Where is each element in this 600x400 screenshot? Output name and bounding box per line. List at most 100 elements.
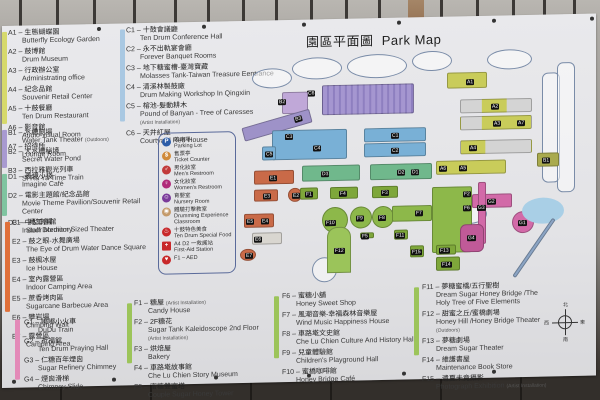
building-e6[interactable]: E6	[252, 232, 282, 245]
entry-zh: 室內露營區	[28, 275, 64, 284]
slide-g4[interactable]: G4	[460, 223, 484, 253]
map-tag: E3	[263, 193, 272, 200]
nursery-icon: ☺	[162, 193, 171, 203]
building-b1[interactable]: B1	[537, 152, 559, 167]
entry-zh: 維護書屋	[441, 356, 470, 364]
building-f3[interactable]: F3	[372, 185, 398, 199]
building-c1[interactable]: C1	[364, 127, 426, 143]
tree-row	[557, 61, 575, 193]
entry-code: F8	[282, 330, 291, 339]
entry-en: Ice House	[26, 264, 58, 273]
compass-north: 北	[563, 302, 569, 309]
grommet	[590, 16, 594, 21]
map-tag: A7	[517, 120, 526, 127]
board-gap	[150, 370, 152, 400]
entry-zh: 蜜糖雙蜜塔	[149, 383, 185, 391]
building-c2[interactable]: C2	[364, 142, 426, 158]
entry-code: G1	[24, 319, 34, 327]
wall-slat	[242, 0, 245, 30]
entry-code: C5	[126, 103, 135, 111]
map-tag: F10	[325, 220, 336, 227]
pond	[522, 197, 564, 225]
building-d3[interactable]: D3	[302, 164, 360, 182]
ticket-icon: $	[162, 151, 171, 161]
entry-code: A1	[8, 29, 17, 37]
entry-code: G4	[24, 376, 34, 384]
tower-f5[interactable]: F5	[360, 232, 374, 240]
building-a2[interactable]: A2	[460, 97, 532, 114]
map-tag: F9	[356, 215, 364, 222]
theater-f13[interactable]: F13	[436, 244, 456, 255]
building-f8[interactable]: F8	[372, 205, 394, 229]
entry-zh: 十鼓餐廳	[24, 104, 53, 113]
entry-en: Honey Sweet Shop	[296, 299, 356, 308]
compass-south: 南	[563, 337, 569, 344]
entry-code: A5	[8, 105, 17, 113]
entry-zh: 夢糖劇場	[441, 337, 470, 345]
building-f9[interactable]: F9	[350, 206, 372, 229]
entry-zh: 2F糖花	[149, 318, 173, 326]
legend-bar-d	[2, 173, 7, 216]
building-a1[interactable]: A1	[447, 71, 487, 89]
board-gap	[520, 370, 522, 400]
mens-restroom-icon: ♂	[162, 165, 171, 175]
building-f1[interactable]: F1	[300, 187, 318, 200]
entry-en: Secret Water Pond	[22, 155, 81, 164]
building-c5[interactable]: C5	[262, 146, 276, 161]
wall-slat	[133, 0, 136, 30]
compass-rose-icon: 北 南 東 西	[544, 302, 585, 343]
map-tag: E1	[269, 175, 278, 182]
camping-e7[interactable]: E7	[240, 248, 256, 262]
label-en: Men's Restroom	[174, 170, 214, 178]
entry-note: (Artist Installation)	[165, 299, 206, 307]
entry-zh: 行政辦公室	[24, 66, 60, 75]
building-a4[interactable]: A4	[460, 138, 532, 155]
board-gap	[440, 370, 442, 400]
photo-f15[interactable]: F15	[410, 245, 424, 258]
tree-cluster	[252, 67, 292, 89]
entry-code: G2	[24, 338, 34, 346]
building-b2-area[interactable]: C6	[307, 83, 414, 116]
building-e1[interactable]: E1	[254, 169, 294, 185]
building-f7[interactable]: F7	[392, 204, 432, 222]
honey-hill-f12[interactable]: F12	[327, 226, 351, 274]
entry-en: Couple Sugar Honey Tower	[148, 390, 234, 399]
entry-en: Wind Music Happiness House	[296, 317, 390, 327]
building-f4[interactable]: F4	[330, 186, 358, 200]
entry-zh: 糖屋	[149, 299, 164, 307]
map-tag: F15	[411, 249, 422, 256]
entry-en-text: Sugar Tank Kaleidoscope 2nd Floor	[148, 324, 259, 334]
building-e3[interactable]: E3	[254, 189, 278, 202]
entry-code: F12	[422, 310, 435, 319]
food-icon: ♨	[162, 227, 171, 237]
entry-zh: 嘟嘟小火車	[41, 318, 77, 327]
wall-slat	[476, 0, 479, 30]
bridge-f11[interactable]: F11	[394, 229, 408, 240]
map-tag: F14	[441, 261, 452, 268]
bookstore-f14[interactable]: F14	[436, 256, 460, 271]
entry-zh: 十鼓會議廳	[142, 26, 178, 35]
wall-slat	[207, 0, 210, 30]
map-tag: B3	[293, 115, 304, 124]
